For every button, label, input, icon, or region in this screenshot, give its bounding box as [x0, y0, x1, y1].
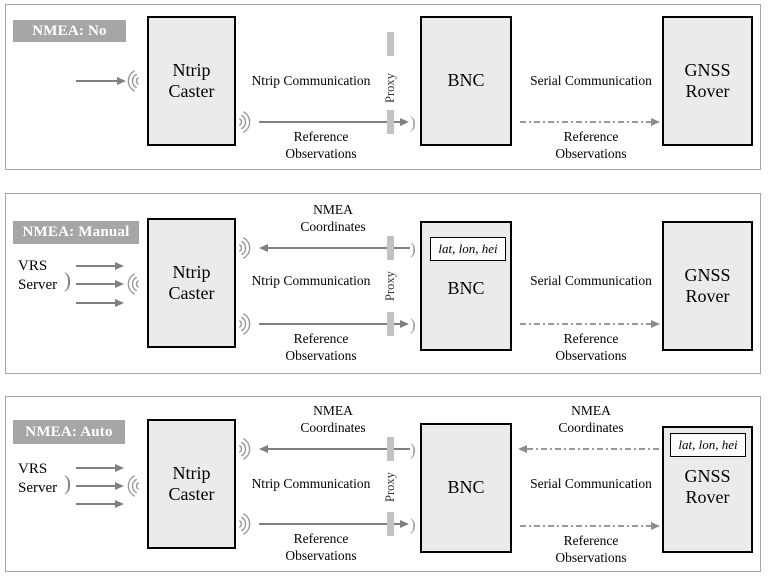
receive-paren-icon: ) — [410, 315, 416, 334]
wifi-receive-icon — [127, 70, 139, 92]
ntrip-stream-line — [259, 523, 401, 525]
arrowhead-right-icon — [115, 262, 124, 270]
arrowhead-right-icon — [651, 320, 660, 328]
ntrip-communication-label: Ntrip Communication — [251, 273, 371, 288]
ntrip-stream-line — [259, 121, 401, 123]
panel-title-badge: NMEA: Auto — [13, 420, 125, 444]
nmea-coordinates-line — [267, 448, 410, 450]
panel-nmea-no: NMEA: No Ntrip Caster Ntrip Communicatio… — [5, 4, 761, 170]
proxy-bar-top — [387, 236, 394, 260]
serial-stream-line — [520, 525, 652, 527]
bnc-label: BNC — [447, 70, 485, 91]
proxy-bar-top — [387, 32, 394, 56]
arrowhead-right-icon — [117, 77, 126, 85]
reference-observations-label: Reference Observations — [285, 531, 357, 563]
incoming-stream-arrow — [76, 80, 118, 82]
proxy-bar-bottom — [387, 312, 394, 336]
receive-paren-icon: ) — [410, 113, 416, 132]
arrowhead-right-icon — [400, 520, 409, 528]
arrowhead-right-icon — [115, 482, 124, 490]
vrs-paren-icon: ) — [64, 268, 71, 292]
lat-lon-hei-box: lat, lon, hei — [430, 237, 506, 261]
arrowhead-left-icon — [518, 445, 527, 453]
panel-nmea-auto: NMEA: Auto VRS Server ) Ntrip Caster NME… — [5, 396, 761, 572]
reference-observations-serial-label: Reference Observations — [555, 129, 627, 161]
reference-observations-serial-label: Reference Observations — [555, 331, 627, 363]
nmea-coordinates-serial-line — [527, 448, 661, 450]
arrowhead-right-icon — [400, 320, 409, 328]
serial-communication-label: Serial Communication — [530, 476, 652, 491]
gnss-rover-label: GNSS Rover — [684, 59, 731, 101]
nmea-coordinates-line — [267, 247, 410, 249]
arrowhead-right-icon — [115, 500, 124, 508]
vrs-stream-arrow — [76, 265, 116, 267]
reference-observations-label: Reference Observations — [285, 331, 357, 363]
bnc-label: BNC — [447, 278, 485, 298]
bnc-label: BNC — [447, 477, 485, 498]
vrs-paren-icon: ) — [64, 471, 71, 495]
wifi-transmit-icon — [239, 237, 251, 259]
bnc-node: BNC — [420, 423, 512, 553]
reference-observations-serial-label: Reference Observations — [555, 533, 627, 565]
vrs-server-label: VRS Server — [18, 461, 58, 496]
ntrip-caster-node: Ntrip Caster — [147, 16, 236, 146]
arrowhead-right-icon — [400, 118, 409, 126]
panel-nmea-manual: NMEA: Manual VRS Server ) Ntrip Caster N… — [5, 193, 761, 374]
lat-lon-hei-box: lat, lon, hei — [670, 433, 746, 457]
receive-paren-icon: ) — [410, 515, 416, 534]
wifi-receive-icon — [127, 475, 139, 497]
gnss-rover-node: GNSS Rover — [662, 221, 753, 351]
wifi-transmit-icon — [239, 513, 251, 535]
vrs-stream-arrow — [76, 283, 116, 285]
nmea-coordinates-serial-label: NMEA Coordinates — [558, 403, 624, 435]
panel-title-badge: NMEA: Manual — [13, 221, 139, 244]
serial-stream-line — [520, 121, 652, 123]
serial-stream-line — [520, 323, 652, 325]
bnc-node: BNC — [420, 16, 512, 146]
receive-paren-icon: ) — [410, 239, 416, 258]
receive-paren-icon: ) — [410, 440, 416, 459]
arrowhead-right-icon — [651, 118, 660, 126]
gnss-rover-label: GNSS Rover — [684, 466, 731, 508]
arrowhead-right-icon — [115, 464, 124, 472]
ntrip-caster-node: Ntrip Caster — [147, 419, 236, 549]
proxy-label: Proxy — [383, 271, 397, 301]
vrs-stream-arrow — [76, 467, 116, 469]
wifi-transmit-icon — [239, 438, 251, 460]
arrowhead-right-icon — [115, 299, 124, 307]
arrowhead-right-icon — [651, 522, 660, 530]
proxy-label: Proxy — [383, 73, 397, 103]
ntrip-caster-node: Ntrip Caster — [147, 218, 236, 348]
arrowhead-right-icon — [115, 280, 124, 288]
ntrip-stream-line — [259, 323, 401, 325]
vrs-stream-arrow — [76, 503, 116, 505]
serial-communication-label: Serial Communication — [530, 273, 652, 288]
ntrip-caster-label: Ntrip Caster — [168, 462, 215, 504]
ntrip-communication-label: Ntrip Communication — [251, 476, 371, 491]
ntrip-caster-label: Ntrip Caster — [168, 59, 215, 101]
panel-title-badge: NMEA: No — [13, 20, 126, 42]
wifi-receive-icon — [127, 273, 139, 295]
gnss-rover-node: lat, lon, hei GNSS Rover — [662, 426, 753, 553]
gnss-rover-node: GNSS Rover — [662, 16, 753, 146]
proxy-bar-bottom — [387, 512, 394, 536]
vrs-stream-arrow — [76, 302, 116, 304]
arrowhead-left-icon — [259, 445, 268, 453]
serial-communication-label: Serial Communication — [530, 73, 652, 88]
ntrip-caster-label: Ntrip Caster — [168, 261, 215, 303]
proxy-bar-top — [387, 437, 394, 461]
wifi-transmit-icon — [239, 313, 251, 335]
proxy-bar-bottom — [387, 110, 394, 134]
nmea-coordinates-label: NMEA Coordinates — [300, 202, 366, 234]
bnc-node: lat, lon, hei BNC — [420, 221, 512, 351]
arrowhead-left-icon — [259, 244, 268, 252]
vrs-stream-arrow — [76, 485, 116, 487]
proxy-label: Proxy — [383, 472, 397, 502]
gnss-rover-label: GNSS Rover — [684, 264, 731, 306]
wifi-transmit-icon — [239, 111, 251, 133]
nmea-coordinates-label: NMEA Coordinates — [300, 403, 366, 435]
reference-observations-label: Reference Observations — [285, 129, 357, 161]
ntrip-communication-label: Ntrip Communication — [251, 73, 371, 88]
vrs-server-label: VRS Server — [18, 258, 58, 293]
